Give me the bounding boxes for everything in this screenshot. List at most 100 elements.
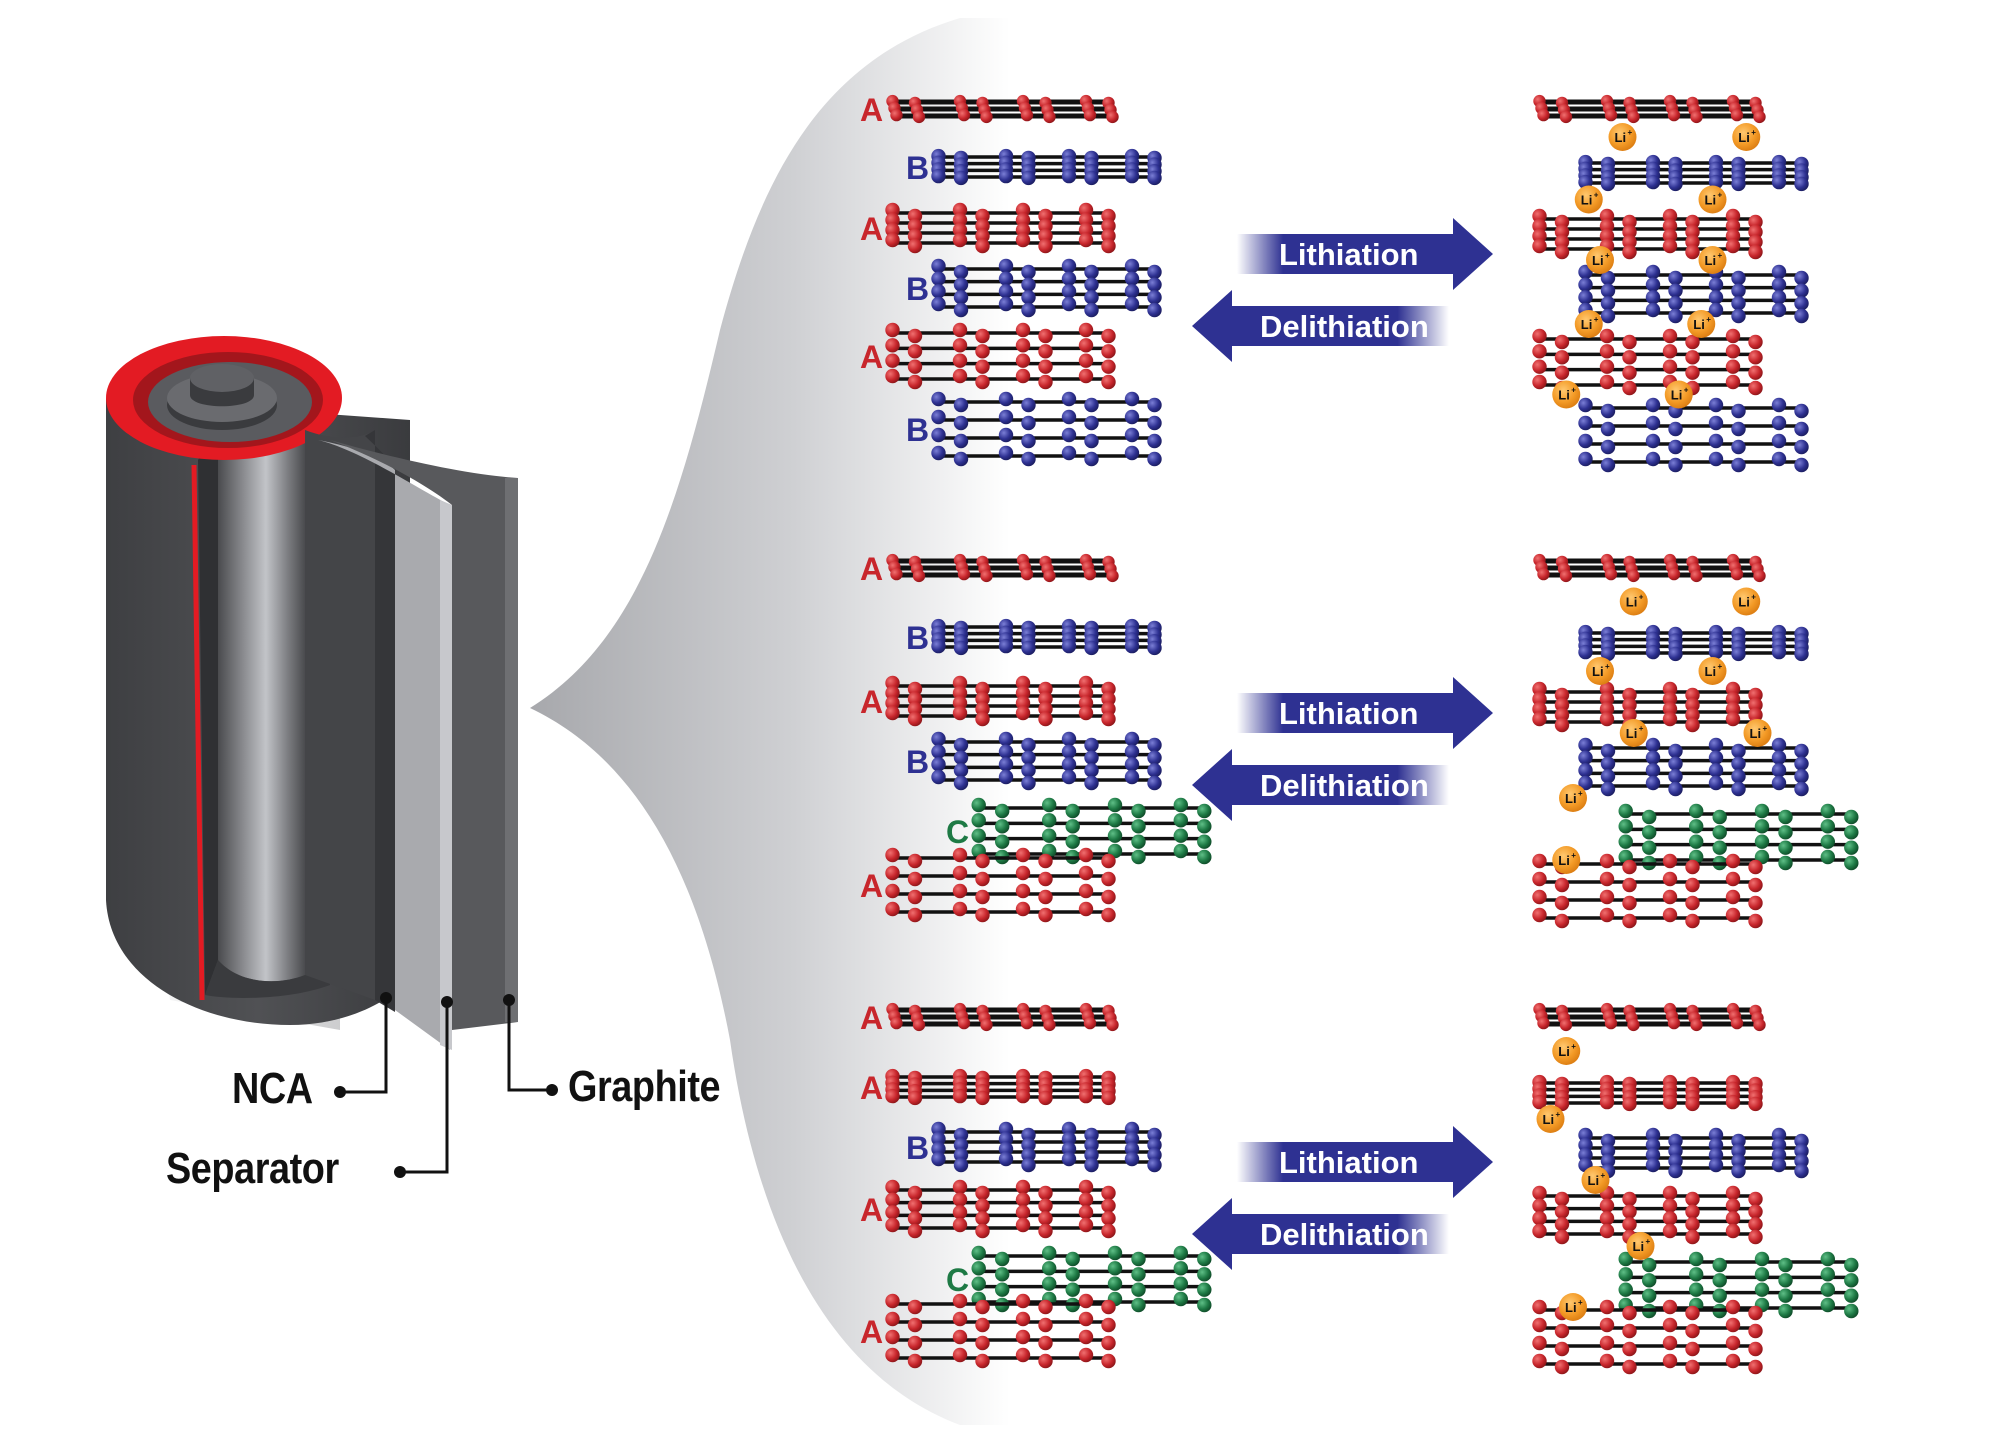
- lithium-ion-label: Li: [1750, 726, 1762, 741]
- lithium-ion-label: Li: [1626, 726, 1638, 741]
- atom: [1532, 344, 1547, 359]
- graphene-layer-A: A: [860, 1000, 1119, 1036]
- atom: [1730, 567, 1744, 581]
- lithium-ion-ball: [1626, 1232, 1655, 1260]
- lithium-ion-label: Li: [1633, 1239, 1645, 1254]
- atom: [1554, 1323, 1570, 1339]
- atom: [1622, 214, 1637, 230]
- lithium-ion-ball: [1743, 719, 1772, 747]
- atom: [1748, 244, 1763, 260]
- atom: [1662, 1317, 1678, 1333]
- atom: [1708, 415, 1724, 431]
- atom: [1101, 238, 1116, 254]
- atom: [1685, 334, 1700, 350]
- atom: [1618, 1267, 1633, 1282]
- atom: [1794, 296, 1809, 311]
- atom: [1725, 1299, 1741, 1315]
- atom: [1599, 1094, 1615, 1110]
- atom: [1015, 865, 1031, 881]
- atom: [1662, 889, 1678, 905]
- atom: [1015, 847, 1031, 863]
- atom: [953, 302, 969, 318]
- atom: [1147, 1157, 1162, 1173]
- atom: [1771, 1137, 1787, 1153]
- atom: [931, 638, 946, 654]
- atom: [1771, 277, 1787, 292]
- atom: [1084, 1147, 1099, 1163]
- atom: [1748, 1217, 1763, 1232]
- delithiation-arrow: [1192, 290, 1449, 362]
- atom: [995, 1251, 1010, 1267]
- atom: [1061, 168, 1077, 184]
- atom: [1725, 871, 1741, 887]
- atom: [1532, 1185, 1547, 1201]
- battery-terminal-top: [190, 364, 254, 392]
- atom: [953, 290, 969, 305]
- callout-label-nca: NCA: [232, 1064, 313, 1113]
- graphene-layer-B: [1578, 397, 1809, 473]
- atom: [1083, 567, 1097, 581]
- atom: [1084, 264, 1099, 280]
- atom: [1748, 1305, 1763, 1321]
- atom: [952, 1311, 968, 1327]
- sheet-nca: [305, 430, 375, 1000]
- atom: [1600, 296, 1616, 311]
- atom: [1708, 277, 1724, 292]
- atom: [1622, 334, 1637, 350]
- graphene-layer-A: A: [860, 1179, 1116, 1239]
- atom: [1725, 907, 1741, 923]
- atom: [1124, 409, 1140, 425]
- atom: [885, 685, 900, 701]
- lithium-ion: Li+: [1586, 246, 1614, 274]
- atom: [1147, 170, 1162, 186]
- atom: [1731, 781, 1746, 797]
- atom: [952, 202, 968, 218]
- atom: [1065, 1251, 1080, 1267]
- atom: [1689, 1267, 1704, 1282]
- atom: [1599, 1353, 1615, 1369]
- graphene-layer-A: [1532, 208, 1763, 260]
- atom: [1197, 803, 1212, 819]
- lithium-ion-ball: [1559, 784, 1587, 812]
- atom: [1532, 218, 1547, 234]
- atom: [1731, 457, 1746, 473]
- atom: [1147, 433, 1162, 449]
- atom: [1778, 1257, 1793, 1273]
- lithium-ion-charge: +: [1639, 593, 1644, 602]
- atom: [1730, 108, 1744, 122]
- atom: [907, 344, 923, 359]
- atom: [1015, 353, 1031, 368]
- atom: [931, 445, 946, 461]
- atom: [1101, 1090, 1116, 1106]
- atom: [1020, 567, 1034, 581]
- atom: [1731, 1133, 1746, 1149]
- lithium-ion-label: Li: [1592, 664, 1604, 679]
- atom: [1083, 1016, 1097, 1030]
- atom: [1622, 380, 1637, 396]
- atom: [1078, 1347, 1094, 1363]
- atom: [885, 368, 900, 384]
- atom: [1078, 1205, 1094, 1220]
- atom: [1084, 277, 1099, 292]
- lithium-ion: Li+: [1586, 657, 1614, 685]
- atom: [953, 397, 969, 413]
- lithiation-arrow: [1237, 677, 1493, 749]
- atom: [1712, 809, 1727, 825]
- atom: [953, 1157, 969, 1173]
- sheet-nca-edge: [365, 430, 395, 1012]
- graphene-layer-A: A: [860, 322, 1116, 390]
- layer-label-B: B: [906, 1130, 929, 1166]
- atom: [1754, 1282, 1770, 1297]
- atom: [1554, 877, 1570, 893]
- lithium-ion-ball: [1698, 657, 1727, 685]
- atom: [1061, 284, 1077, 299]
- atom: [1642, 1273, 1657, 1288]
- atom: [1600, 743, 1616, 759]
- atom: [1708, 763, 1724, 778]
- atom: [907, 1185, 923, 1201]
- atom: [1708, 750, 1724, 765]
- atom: [1124, 1141, 1140, 1157]
- atom: [1078, 883, 1094, 899]
- atom: [971, 797, 986, 813]
